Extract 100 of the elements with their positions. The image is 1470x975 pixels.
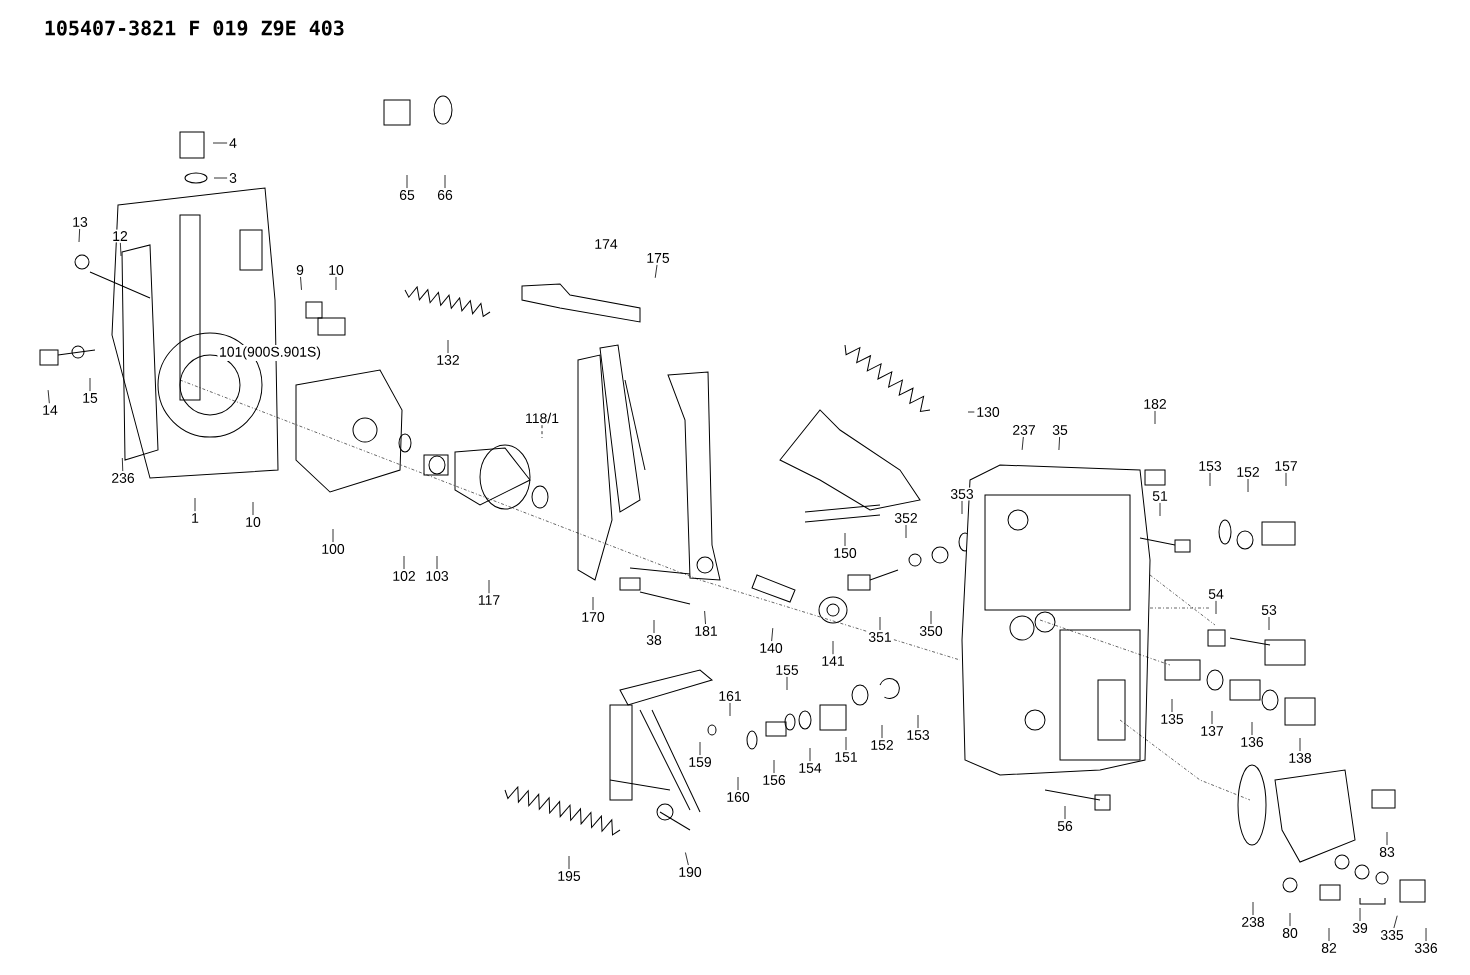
leader-line [121, 457, 124, 472]
callout-number: 54 [1206, 587, 1226, 601]
leader-line [685, 852, 689, 866]
callout-number: 38 [644, 633, 664, 647]
leader-line [1171, 698, 1173, 713]
leader-line [300, 276, 302, 291]
callout-number: 102 [390, 569, 418, 583]
callout-number: 39 [1350, 921, 1370, 935]
leader-line [737, 776, 739, 791]
leader-line [1211, 710, 1213, 725]
leader-line [729, 702, 731, 717]
leader-line [1058, 436, 1061, 451]
leader-line [252, 501, 254, 516]
callout-number: 15 [80, 391, 100, 405]
callout-number: 353 [948, 487, 976, 501]
callout-number: 159 [686, 755, 714, 769]
callout-number: 236 [109, 471, 137, 485]
callout-number: 155 [773, 663, 801, 677]
leader-line [1359, 907, 1361, 922]
leader-line [967, 411, 975, 413]
callout-number: 132 [434, 353, 462, 367]
callout-number: 152 [868, 738, 896, 752]
leader-line [541, 424, 543, 439]
callout-number: 153 [904, 728, 932, 742]
leader-line [930, 610, 932, 625]
leader-line [1209, 472, 1211, 487]
leader-line [1154, 410, 1156, 425]
leader-line [212, 142, 228, 144]
callout-number: 103 [423, 569, 451, 583]
callout-number: 336 [1412, 941, 1440, 955]
callout-number: 350 [917, 624, 945, 638]
callout-number: 153 [1196, 459, 1224, 473]
callout-number: 4 [227, 136, 239, 150]
callout-number: 335 [1378, 928, 1406, 942]
callout-number: 9 [294, 263, 306, 277]
leader-line [1021, 436, 1024, 451]
leader-line [1252, 901, 1254, 916]
leader-line [1215, 600, 1217, 615]
callout-number: 140 [757, 641, 785, 655]
leader-line [844, 532, 846, 547]
callout-number: 154 [796, 761, 824, 775]
callout-number: 150 [831, 546, 859, 560]
leader-line [1064, 805, 1066, 820]
leader-line [1247, 478, 1249, 493]
callout-number: 152 [1234, 465, 1262, 479]
leader-line [773, 759, 775, 774]
callout-number: 156 [760, 773, 788, 787]
callout-number: 3 [227, 171, 239, 185]
callout-number: 51 [1150, 489, 1170, 503]
callout-number: 56 [1055, 819, 1075, 833]
callout-number: 130 [974, 405, 1002, 419]
leader-line [699, 741, 701, 756]
leader-line [1268, 616, 1270, 631]
leader-line [832, 640, 834, 655]
callout-number: 65 [397, 188, 417, 202]
leader-line [47, 389, 50, 404]
leader-line [119, 242, 122, 257]
leader-line [881, 724, 883, 739]
leader-line [845, 736, 847, 751]
callout-number: 101(900S.901S) [217, 345, 323, 362]
leader-line [194, 497, 196, 512]
callout-number: 100 [319, 542, 347, 556]
leader-line [771, 627, 774, 642]
leader-line [653, 619, 655, 634]
callout-number: 136 [1238, 735, 1266, 749]
callout-number: 141 [819, 654, 847, 668]
leader-line [1289, 912, 1291, 927]
callout-number: 137 [1198, 724, 1226, 738]
leader-line [444, 174, 446, 189]
callout-number: 138 [1286, 751, 1314, 765]
callout-number: 10 [243, 515, 263, 529]
leader-line [917, 714, 919, 729]
callout-number: 174 [592, 237, 620, 251]
leader-line [488, 579, 490, 594]
callout-number: 238 [1239, 915, 1267, 929]
leader-line [89, 377, 91, 392]
leader-line [1251, 721, 1253, 736]
leader-line [809, 747, 811, 762]
callout-number: 13 [70, 215, 90, 229]
callout-number: 175 [644, 251, 672, 265]
callout-number: 53 [1259, 603, 1279, 617]
leader-line [447, 339, 449, 354]
callout-number: 10 [326, 263, 346, 277]
leader-line [403, 555, 405, 570]
leader-line [704, 610, 706, 625]
callout-number: 14 [40, 403, 60, 417]
callout-number: 195 [555, 869, 583, 883]
leader-line [592, 596, 594, 611]
leader-line [1285, 472, 1287, 487]
leader-line [905, 524, 907, 539]
callout-number: 83 [1377, 845, 1397, 859]
callout-number: 80 [1280, 926, 1300, 940]
leader-line [436, 555, 438, 570]
callout-number: 160 [724, 790, 752, 804]
leader-line [1328, 927, 1330, 942]
callout-number: 181 [692, 624, 720, 638]
callout-number: 135 [1158, 712, 1186, 726]
leader-line [654, 264, 658, 279]
callout-number: 1 [189, 511, 201, 525]
callout-number: 35 [1050, 423, 1070, 437]
